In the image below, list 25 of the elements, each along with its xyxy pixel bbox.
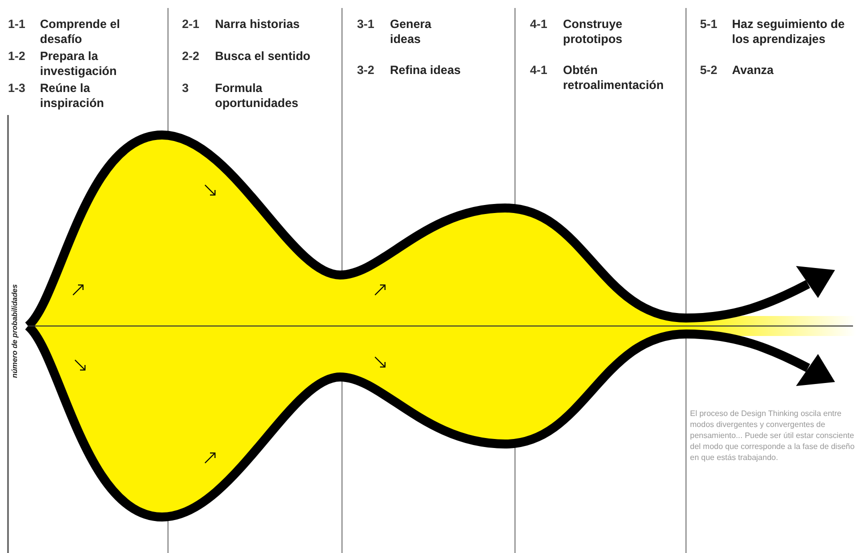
step-number: 3-1	[357, 17, 376, 32]
step-label: Narra historias	[215, 17, 301, 32]
step-label: Formula oportunidades	[215, 81, 300, 111]
step-number: 1-2	[8, 49, 26, 64]
step-number: 1-1	[8, 17, 26, 32]
step-label: Construye prototipos	[563, 17, 624, 47]
step-number: 2-1	[182, 17, 200, 32]
step-number: 4-1	[530, 17, 548, 32]
step-label: Comprende el desafío	[40, 17, 122, 47]
step-number: 1-3	[8, 81, 26, 96]
step-number: 3-2	[357, 63, 376, 78]
step-label: Prepara la investigación	[40, 49, 118, 79]
step-label: Genera ideas	[390, 17, 432, 47]
step-label: Busca el sentido	[215, 49, 312, 64]
step-label: Refina ideas	[390, 63, 462, 78]
step-number: 5-2	[700, 63, 718, 78]
step-number: 4-1	[530, 63, 548, 78]
step-number: 2-2	[182, 49, 200, 64]
step-label: Reúne la inspiración	[40, 81, 106, 111]
step-label: Obtén retroalimentación	[563, 63, 665, 93]
note-text: El proceso de Design Thinking oscila entre modos divergentes y convergentes de pensamiento... Puede ser útil estar consciente del modo que corresponde a la fase de diseño en que estás trabajando.	[690, 408, 856, 463]
step-number: 3	[182, 81, 190, 96]
step-number: 5-1	[700, 17, 718, 32]
step-label: Avanza	[732, 63, 775, 78]
step-label: Haz seguimiento de los aprendizajes	[732, 17, 846, 47]
